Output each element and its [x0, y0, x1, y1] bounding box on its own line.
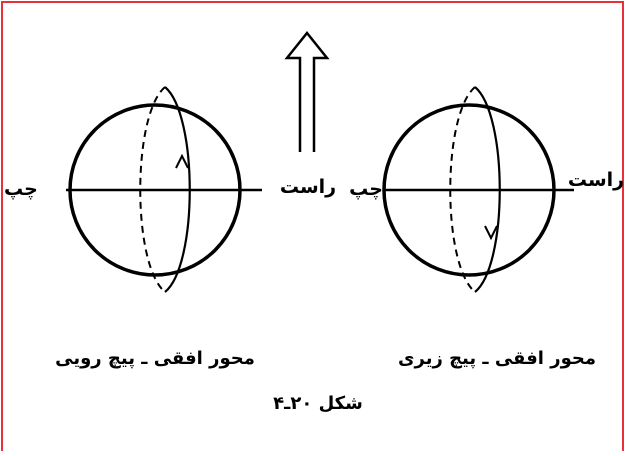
right-sphere-right-label: راست	[568, 169, 624, 191]
left-sphere-ellipse-front	[164, 86, 191, 293]
left-sphere-up-arrow-icon	[175, 153, 189, 169]
figure-caption: شکل ۲۰ـ۴	[273, 393, 363, 414]
right-sphere-left-label: چپ	[349, 178, 383, 200]
right-sphere	[382, 86, 574, 293]
right-sphere-ellipse-back	[449, 86, 476, 293]
up-arrow-icon	[284, 30, 330, 152]
left-sphere	[66, 86, 262, 293]
left-sphere-ellipse-back	[139, 86, 166, 293]
left-sphere-left-label: چپ	[4, 178, 38, 200]
left-sphere-right-label: راست	[280, 176, 336, 198]
left-sphere-caption: محور افقی ـ پیچ رویی	[55, 348, 255, 369]
right-sphere-caption: محور افقی ـ پیچ زیری	[398, 348, 596, 369]
right-sphere-down-arrow-icon	[484, 225, 498, 241]
right-sphere-ellipse-front	[474, 86, 501, 293]
